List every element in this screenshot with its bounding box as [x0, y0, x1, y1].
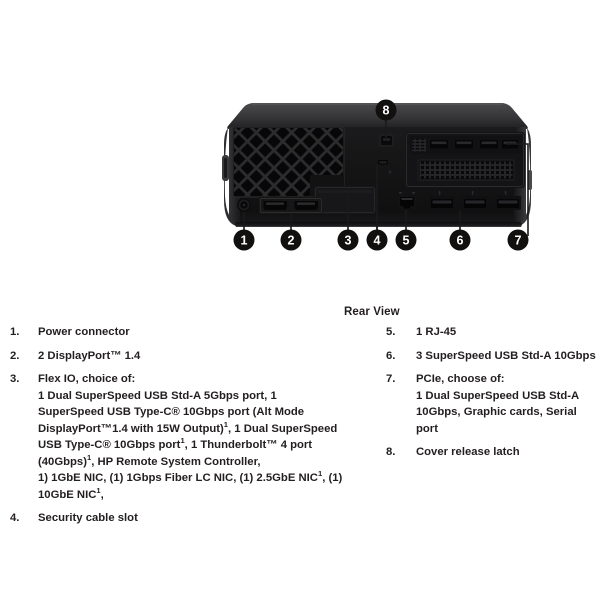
callout-3-label: 3 [345, 234, 352, 248]
legend-item-2-number: 2. [10, 349, 20, 362]
legend-item-8-text: Cover release latch [416, 446, 520, 458]
legend-item-2: 2. 2 DisplayPort™ 1.4 [0, 348, 345, 365]
legend-item-8: 8. Cover release latch [358, 444, 600, 461]
flex-io-blank-panel [314, 186, 376, 214]
legend-item-3-body-4: , HP Remote System Controller, [91, 455, 261, 468]
legend-section: Rear View 1. Power connector 2. 2 Displa… [0, 296, 600, 556]
chassis-right-tab [528, 170, 532, 190]
legend-item-7-body-1: 1 Dual SuperSpeed USB Std-A 10Gbps, Grap… [416, 389, 579, 435]
power-connector-port [237, 198, 251, 212]
usb-a-port-3 [495, 190, 521, 210]
chassis-bottom-lip [234, 222, 522, 227]
callout-2-label: 2 [288, 234, 295, 248]
leader-7 [506, 143, 529, 236]
callout-6-label: 6 [457, 234, 464, 248]
legend-column-right: 5. 1 RJ-45 6. 3 SuperSpeed USB Std-A 10G… [358, 324, 600, 468]
legend-item-3-sup-5: 1 [317, 469, 323, 479]
pcie-card-ports [430, 140, 518, 149]
usb-a-ports [429, 190, 521, 210]
legend-item-4-number: 4. [10, 512, 20, 524]
legend-item-3-sup-2: 1 [180, 436, 185, 446]
chassis-left-edge [224, 128, 240, 226]
legend-item-3-sup-3: 1 [86, 452, 92, 462]
legend-item-5-text: 1 RJ-45 [416, 326, 457, 338]
legend-item-6-number: 6. [386, 349, 396, 362]
rear-view-figure: 1 2 3 4 5 6 7 8 [0, 0, 600, 290]
usb-a-port-1 [429, 190, 455, 210]
legend-item-3: 3. Flex IO, choice of: 1 Dual SuperSpeed… [0, 371, 345, 503]
legend-item-3-body-6: , (1) 10GbE NIC [38, 472, 343, 501]
callout-7[interactable]: 7 [507, 229, 529, 251]
callout-3[interactable]: 3 [337, 229, 359, 251]
legend-item-4: 4. Security cable slot [0, 510, 345, 527]
legend-item-2-text: 2 DisplayPort™ 1.4 [38, 349, 141, 362]
legend-item-8-number: 8. [386, 446, 396, 458]
security-cable-slot [378, 160, 388, 165]
legend-item-5: 5. 1 RJ-45 [358, 324, 600, 341]
chassis-side-handle-inner [224, 158, 227, 178]
pcie-slot-area [405, 132, 525, 188]
callout-1-label: 1 [241, 234, 248, 248]
legend-item-3-nic-line: 1) 1GbE NIC, (1) 1Gbps Fiber LC NIC, (1)… [38, 470, 345, 503]
rear-view-title: Rear View [344, 306, 400, 318]
legend-column-left: 1. Power connector 2. 2 DisplayPort™ 1.4… [0, 324, 345, 534]
callout-6[interactable]: 6 [449, 229, 471, 251]
callout-5[interactable]: 5 [395, 229, 417, 251]
callout-8[interactable]: 8 [375, 99, 397, 121]
chassis-screw-dot [388, 170, 392, 174]
legend-item-3-number: 3. [10, 373, 20, 385]
callout-7-label: 7 [515, 234, 522, 248]
legend-item-7-head: PCIe, choose of: [416, 373, 505, 385]
callout-badges: 1 2 3 4 5 6 7 8 [233, 99, 529, 251]
chassis-right-edge [515, 128, 531, 226]
legend-item-3-body-5: 1) 1GbE NIC, (1) 1Gbps Fiber LC NIC, (1)… [38, 472, 318, 484]
callout-5-label: 5 [403, 234, 410, 248]
legend-item-6-text: 3 SuperSpeed USB Std-A 10Gbps [416, 349, 596, 362]
legend-item-7-text: PCIe, choose of: 1 Dual SuperSpeed USB S… [416, 371, 600, 437]
cover-release-latch [379, 134, 394, 147]
legend-item-3-body-1: 1 Dual SuperSpeed USB Std-A 5Gbps port, … [38, 389, 305, 435]
callout-4[interactable]: 4 [366, 229, 388, 251]
legend-item-1: 1. Power connector [0, 324, 345, 341]
callout-8-label: 8 [383, 104, 390, 118]
legend-item-3-text: Flex IO, choice of: 1 Dual SuperSpeed US… [38, 371, 345, 503]
callout-2[interactable]: 2 [280, 229, 302, 251]
legend-item-4-text: Security cable slot [38, 512, 138, 524]
usb-a-port-2 [462, 190, 488, 210]
legend-item-3-sup-1: 1 [223, 419, 229, 429]
legend-item-3-body-3: , 1 Thunderbolt™ 4 port (40Gbps) [38, 439, 313, 468]
legend-item-3-sup-6: 1 [96, 485, 101, 495]
callout-4-label: 4 [374, 234, 381, 248]
legend-item-7-number: 7. [386, 373, 396, 385]
displayport-ports [259, 197, 323, 214]
legend-item-7: 7. PCIe, choose of: 1 Dual SuperSpeed US… [358, 371, 600, 437]
legend-item-3-head: Flex IO, choice of: [38, 373, 136, 385]
legend-item-3-body-2: , 1 Dual SuperSpeed USB Type-C® 10Gbps p… [38, 422, 338, 452]
displayport-1 [263, 201, 287, 210]
legend-item-6: 6. 3 SuperSpeed USB Std-A 10Gbps [358, 348, 600, 365]
callout-1[interactable]: 1 [233, 229, 255, 251]
legend-item-1-number: 1. [10, 326, 20, 338]
workstation-rear-illustration: 1 2 3 4 5 6 7 8 [222, 99, 532, 251]
ventilation-grille [232, 126, 345, 198]
rj45-port [398, 192, 416, 210]
displayport-2 [294, 201, 318, 210]
legend-item-1-text: Power connector [38, 326, 130, 338]
legend-item-3-body-7: , [100, 488, 104, 501]
legend-item-5-number: 5. [386, 326, 396, 338]
